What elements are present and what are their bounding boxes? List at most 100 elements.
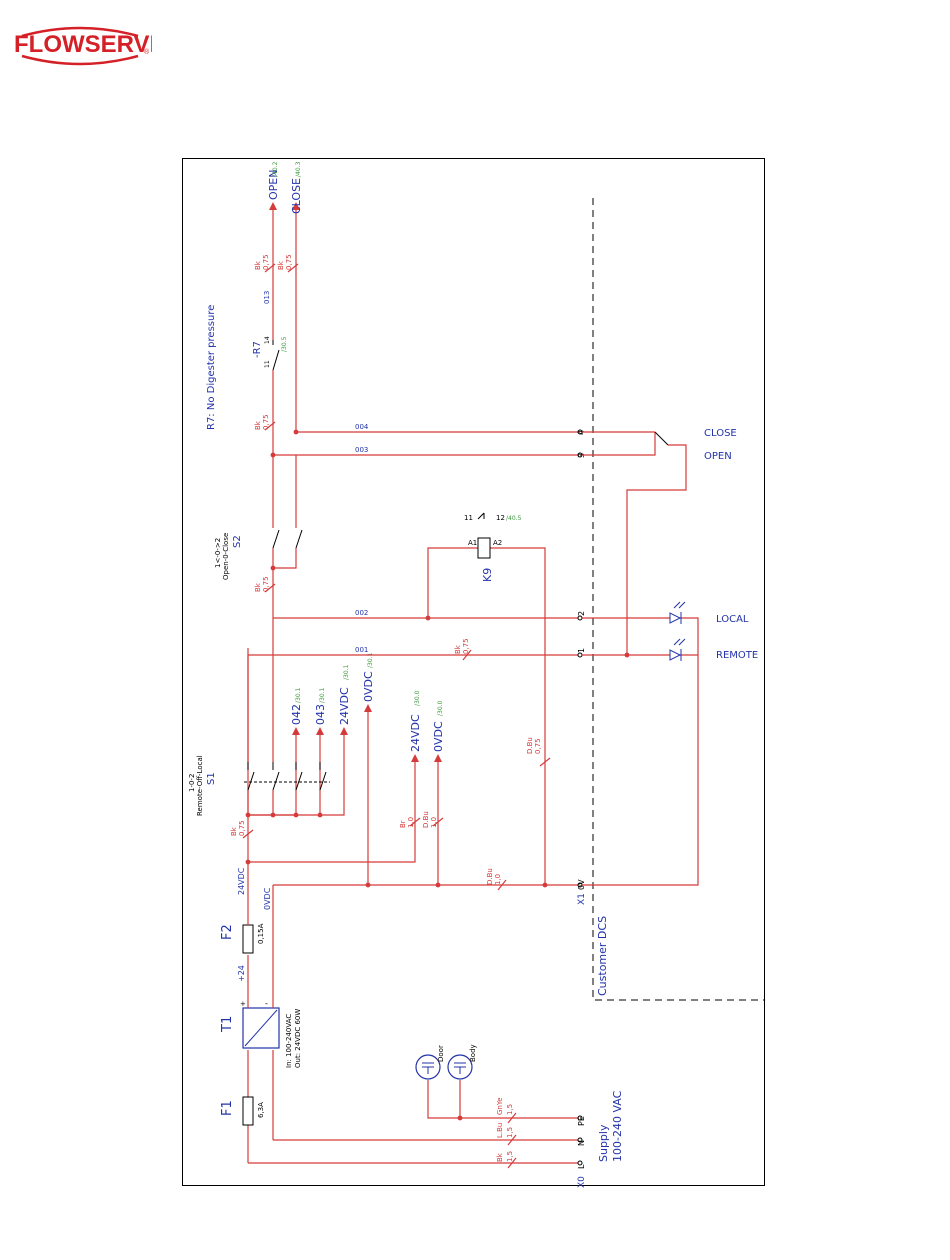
r7-terminal-14: 14 — [264, 336, 271, 344]
door-heater — [415, 1054, 441, 1080]
terminal-x0: X0 — [577, 1176, 587, 1188]
output-043-ref: /30.1 — [319, 687, 326, 703]
t1-label: T1 — [220, 1016, 235, 1033]
cable-pe-color: GnYe — [496, 1097, 504, 1115]
k9-contact-11: 11 — [464, 514, 473, 522]
s2-type: 1<-0->2 — [214, 538, 222, 568]
cable-br-size: 1,0 — [407, 817, 415, 828]
cable-s1-color: Bk — [230, 826, 238, 836]
mark-r7 — [264, 421, 276, 431]
terminal-4: 4 — [577, 430, 586, 435]
supply-voltage-label: 100-240 VAC — [611, 1090, 624, 1162]
r7-note: R7: No Digester pressure — [206, 305, 217, 430]
rail-24vdc-label: 24VDC — [237, 867, 246, 895]
terminal-1: 1 — [577, 648, 586, 653]
wire-001-label: 001 — [355, 646, 368, 654]
f2-fuse — [242, 924, 254, 954]
logo-arc-bottom — [21, 54, 139, 66]
body-heater — [447, 1054, 473, 1080]
k9-ref: /40.5 — [506, 515, 522, 522]
s1-type: 1-0-2 — [188, 774, 196, 792]
cable-k9-size: 0,75 — [534, 738, 542, 754]
terminal-3: 3 — [577, 453, 586, 458]
t1-output-rating: Out: 24VDC 60W — [294, 1009, 302, 1068]
cable-open-color: Bk — [254, 260, 262, 270]
plus24-label: +24 — [237, 965, 246, 982]
cable-001-color: Bk — [454, 644, 462, 654]
cable-pe-size: 1,5 — [506, 1104, 514, 1115]
r7-contact — [272, 340, 280, 371]
r7-ref: /30.5 — [281, 336, 288, 352]
cable-s2-color: Bk — [254, 582, 262, 592]
output-0vdc-a-ref: /30.1 — [367, 652, 374, 668]
customer-common-wire — [626, 444, 687, 655]
mark-k9 — [539, 757, 551, 767]
door-heater-label: Door — [437, 1045, 445, 1062]
k9-a1: A1 — [468, 539, 477, 547]
mark-0v — [497, 879, 507, 891]
body-heater-label: Body — [469, 1044, 477, 1062]
output-042: 042 — [290, 704, 303, 725]
cable-s1-size: 0,75 — [238, 820, 246, 836]
t1-negative: - — [265, 999, 268, 1008]
cable-l-size: 1,5 — [506, 1151, 514, 1162]
s2-contacts — [272, 432, 303, 618]
arrow-24vdc-b — [411, 754, 419, 762]
cable-close-color: Bk — [277, 260, 285, 270]
output-0vdc-b: 0VDC — [432, 721, 445, 752]
mark-001 — [462, 649, 472, 661]
t1-diagonal — [244, 1009, 278, 1047]
output-042-ref: /30.1 — [295, 687, 302, 703]
logo-text: FLOWSERVE — [14, 31, 152, 58]
customer-open-wire — [582, 432, 656, 456]
supply-label: Supply — [597, 1124, 610, 1162]
wire-003-label: 003 — [355, 446, 368, 454]
cable-001-size: 0,75 — [462, 638, 470, 654]
logo-registered-mark: ® — [144, 48, 150, 56]
output-0vdc-b-ref: /30.0 — [437, 700, 444, 716]
cable-r7-color: Bk — [254, 420, 262, 430]
arrow-close — [292, 202, 300, 210]
output-043: 043 — [314, 704, 327, 725]
junction-pe — [457, 1115, 463, 1121]
customer-dcs-boundary — [592, 198, 765, 1001]
f2-label: F2 — [220, 924, 235, 940]
junction-s1-b — [270, 812, 276, 818]
k9-contact-symbol — [477, 512, 485, 520]
arrow-0vdc-b — [434, 754, 442, 762]
terminal-n: N — [577, 1140, 586, 1146]
t1-input-rating: In: 100-240VAC — [285, 1014, 293, 1068]
f2-rating: 0,15A — [257, 923, 265, 944]
mark-bk — [242, 829, 254, 839]
cable-n-size: 1,5 — [506, 1127, 514, 1138]
output-close-ref: /40.3 — [295, 161, 302, 177]
k9-label: K9 — [481, 568, 494, 582]
s1-description: Remote-Off-Local — [196, 755, 204, 816]
cable-k9-color: D.Bu — [526, 737, 534, 754]
junction-0v-a — [365, 882, 371, 888]
led-local — [669, 601, 686, 624]
wire-0v-to-leds — [582, 655, 699, 886]
rail-0vdc-label: 0VDC — [263, 887, 272, 910]
terminal-x1: X1 — [577, 893, 587, 905]
output-24vdc-b: 24VDC — [409, 714, 422, 752]
customer-relay-contact — [654, 431, 669, 446]
arrow-0vdc-a — [364, 704, 372, 712]
schematic-frame — [182, 158, 765, 1186]
customer-close-label: CLOSE — [704, 428, 737, 439]
junction-24v — [245, 859, 251, 865]
arrow-043 — [316, 727, 324, 735]
terminal-l: L — [577, 1164, 586, 1169]
customer-local-label: LOCAL — [716, 614, 749, 625]
wire-004-label: 004 — [355, 423, 369, 431]
junction-s1-d — [317, 812, 323, 818]
mark-dbu — [432, 817, 444, 827]
f1-rating: 6,3A — [257, 1102, 265, 1118]
f1-label: F1 — [220, 1100, 235, 1116]
output-24vdc-a-ref: /30.1 — [343, 664, 350, 680]
output-close: CLOSE — [290, 178, 303, 214]
mark-s2 — [264, 583, 276, 593]
output-open-ref: /40.2 — [272, 161, 279, 177]
junction-0v-k9 — [542, 882, 548, 888]
f1-fuse — [242, 1096, 254, 1126]
